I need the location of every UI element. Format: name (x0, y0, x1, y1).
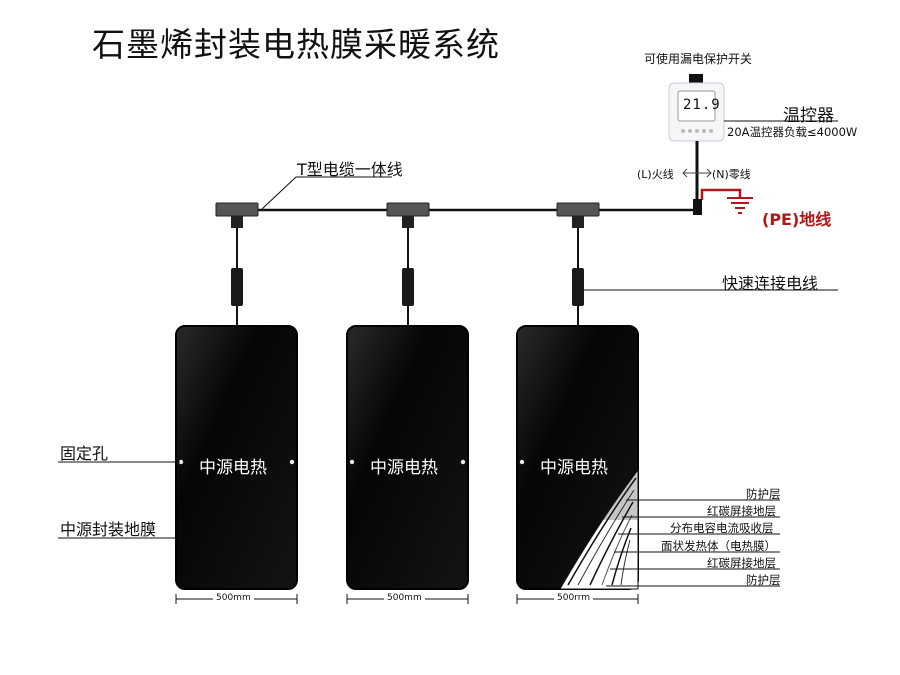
fixing-hole-icon (519, 459, 525, 465)
panel-width-label: 500mm (384, 593, 425, 603)
panel-brand-text: 中源电热 (199, 458, 267, 478)
thermostat-screen (677, 90, 716, 122)
fixing-hole-label: 固定孔 (60, 444, 109, 463)
ground-wire-label: (PE)地线 (762, 210, 832, 229)
thermostat-button-icon[interactable] (681, 129, 685, 133)
fixing-hole-icon (460, 459, 466, 465)
thermostat-label: 温控器 (783, 106, 834, 126)
thermostat-spec: 20A温控器负载≤4000W (727, 125, 858, 139)
thermostat-button-icon[interactable] (702, 129, 706, 133)
t-cable-label: T型电缆一体线 (297, 160, 403, 179)
fixing-hole-icon (349, 459, 355, 465)
panel-width-label: 500mm (213, 593, 254, 603)
thermostat-button-icon[interactable] (688, 129, 692, 133)
live-wire-label: (L)火线 (637, 168, 674, 181)
panel-brand-text: 中源电热 (370, 458, 438, 478)
layer-label: 防护层 (746, 487, 781, 501)
quick-connect-label: 快速连接电线 (722, 274, 819, 293)
thermostat-button-icon[interactable] (695, 129, 699, 133)
fixing-hole-icon (178, 459, 184, 465)
thermostat-display: 21.9 (683, 97, 721, 113)
neutral-wire-label: (N)零线 (712, 168, 751, 181)
page-title: 石墨烯封装电热膜采暖系统 (92, 25, 500, 64)
heating-panel-1 (175, 325, 298, 590)
thermostat-note: 可使用漏电保护开关 (644, 52, 753, 66)
fixing-hole-icon (289, 459, 295, 465)
film-label: 中源封装地膜 (60, 520, 157, 539)
layer-label: 红碳屏接地层 (707, 556, 776, 570)
thermostat-button-icon[interactable] (709, 129, 713, 133)
heating-panel-2 (346, 325, 469, 590)
panel-width-label: 500rrm (554, 593, 594, 603)
layer-label: 防护层 (746, 573, 781, 587)
cable-end-connector (693, 199, 702, 215)
layer-label: 红碳屏接地层 (707, 504, 776, 518)
ground-wire (700, 188, 742, 200)
t-junction-3 (556, 202, 600, 326)
panel-brand-text: 中源电热 (540, 458, 608, 478)
live-neutral-arrows (682, 168, 712, 178)
thermostat-bracket (689, 74, 703, 84)
t-junction-1 (215, 202, 259, 326)
t-cable-leader (261, 176, 297, 210)
layer-label: 分布电容电流吸收层 (670, 521, 774, 535)
heating-panel-3 (516, 325, 639, 590)
t-junction-2 (386, 202, 430, 326)
layer-label: 面状发热体（电热膜） (661, 539, 776, 553)
